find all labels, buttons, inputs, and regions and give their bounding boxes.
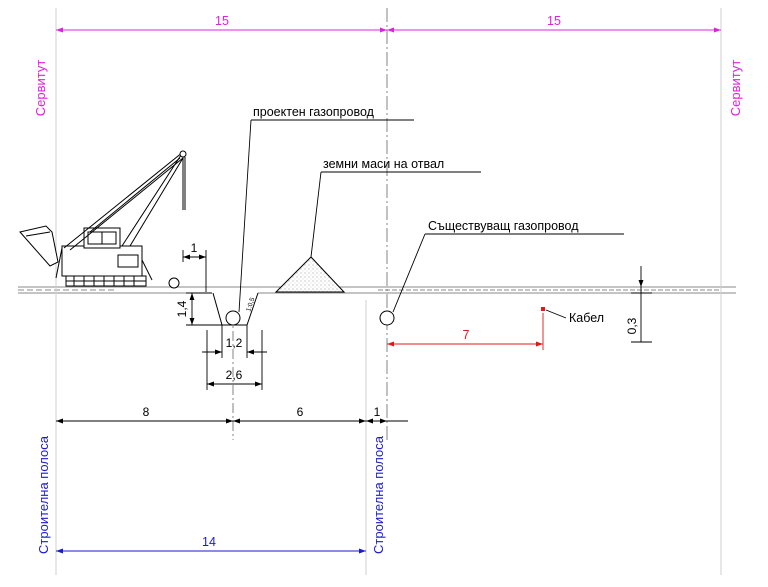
trench-slope-label: 1:0,5 [245,296,256,312]
new-pipeline-label: проектен газопровод [253,105,375,119]
trench-depth-value: 1,4 [175,300,189,317]
cable-marker [541,307,567,319]
construction-strip-dimension: 14 [56,535,366,554]
cable-distance-value: 7 [463,328,470,342]
strip-left-value: 8 [143,405,150,419]
servitude-right-width: 15 [547,14,561,28]
existing-pipeline-icon [379,310,395,326]
strip-middle-value: 6 [297,405,304,419]
trench-offset-dimension [182,250,207,292]
spoil-label: земни маси на отвал [323,157,444,171]
trench-depth-dimension [186,292,222,326]
cable-distance-dimension [387,313,544,350]
construction-strip-width: 14 [202,535,216,549]
servitude-boundaries [55,8,722,575]
cable-depth-dimension [631,266,652,343]
trench-top-width-value: 2,6 [226,368,243,382]
cable-depth-value: 0,3 [625,317,639,334]
ground-line [18,286,736,294]
servitude-left-label: Сервитут [33,60,48,117]
cable-label: Кабел [569,311,604,325]
new-pipeline-icon [225,310,241,326]
strip-right-value: 1 [374,405,381,419]
existing-pipeline-callout [392,233,624,313]
trench-offset-value: 1 [191,241,198,255]
spoil-callout [310,171,481,258]
servitude-left-width: 15 [215,14,229,28]
new-pipeline-callout [238,119,414,313]
trench-top-width-dimension [206,330,263,390]
spoil-heap [274,256,346,293]
pipelayer-crane [19,150,187,289]
construction-strip-right-label: Строителна полоса [371,435,386,554]
trench-bottom-width-value: 1,2 [226,336,243,350]
trench-bottom-width-dimension [202,325,267,358]
construction-strip-left-label: Строителна полоса [36,435,51,554]
existing-pipeline-label: Съществуващ газопровод [428,219,579,233]
servitude-right-label: Сервитут [728,60,743,117]
servitude-dimension: 15 15 [56,14,721,33]
